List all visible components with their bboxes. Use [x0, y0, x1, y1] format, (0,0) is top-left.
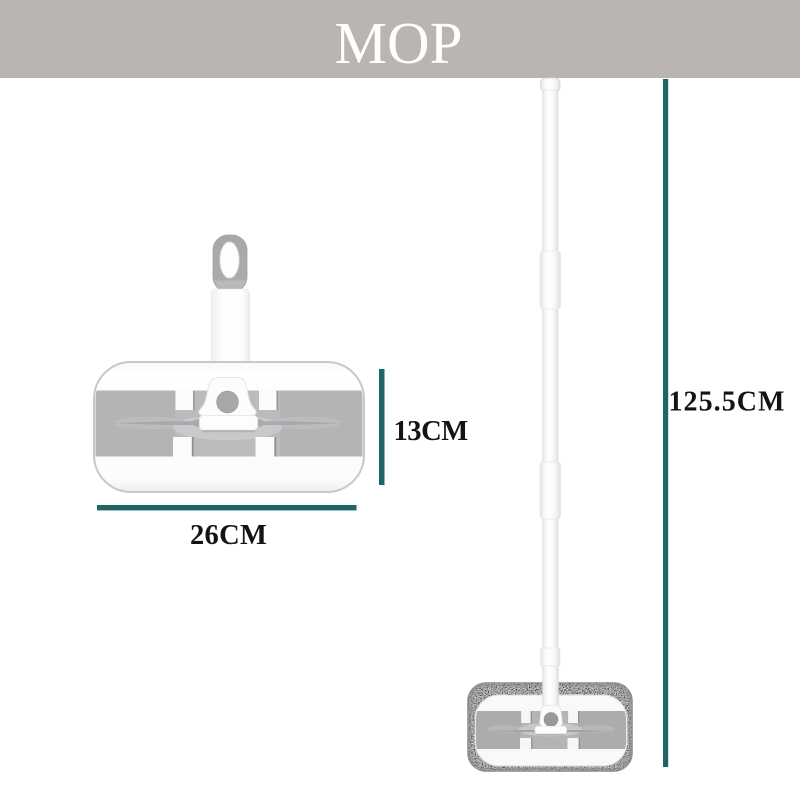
svg-text:13CM: 13CM [394, 416, 469, 447]
svg-text:MOP: MOP [335, 10, 463, 76]
svg-text:26CM: 26CM [190, 520, 267, 551]
svg-text:125.5CM: 125.5CM [669, 387, 786, 418]
